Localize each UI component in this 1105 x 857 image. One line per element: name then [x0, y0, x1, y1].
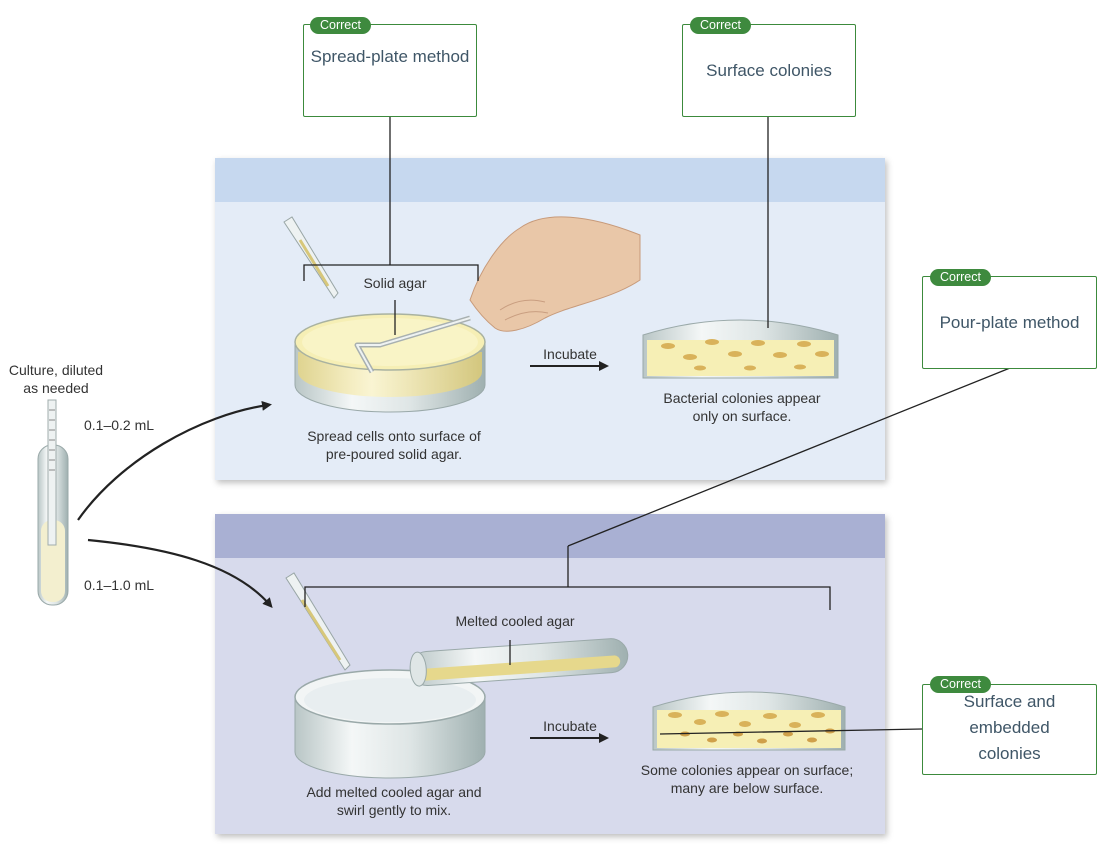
- pipette-icon: [283, 216, 339, 299]
- answer-text: Spread-plate method: [310, 47, 470, 66]
- correct-badge: Correct: [310, 17, 371, 34]
- answer-box-surface-colonies[interactable]: Surface colonies: [682, 24, 856, 117]
- petri-dish-agar: [294, 313, 486, 413]
- answer-box-embedded-colonies[interactable]: Surface and embedded colonies: [922, 684, 1097, 775]
- panel-header-band: [215, 514, 885, 558]
- surface-colony-dish: [642, 319, 839, 379]
- embedded-colony-dish: [652, 691, 846, 751]
- arrow-to-spread: [77, 400, 272, 521]
- panel-header-band: [215, 158, 885, 202]
- incubate-label: Incubate: [543, 346, 597, 362]
- pour-plate-panel: [215, 514, 885, 834]
- melted-agar-tube: [409, 638, 629, 687]
- answer-text: Pour-plate method: [939, 313, 1080, 332]
- spread-plate-panel: [215, 158, 885, 480]
- some-colonies-caption: Some colonies appear on surface; many ar…: [640, 762, 854, 796]
- culture-label: Culture, diluted as needed: [8, 362, 104, 396]
- culture-tube: [37, 399, 69, 606]
- answer-text: Surface colonies: [706, 61, 832, 80]
- arrow-to-pour: [87, 538, 273, 609]
- solid-agar-label: Solid agar: [363, 275, 427, 291]
- pipette-icon: [285, 572, 351, 671]
- spreader-hand-icon: [354, 216, 641, 374]
- empty-petri-dish: [294, 669, 486, 779]
- melted-agar-label: Melted cooled agar: [455, 613, 575, 629]
- correct-badge: Correct: [690, 17, 751, 34]
- answer-box-pour-plate[interactable]: Pour-plate method: [922, 276, 1097, 369]
- spread-caption: Spread cells onto surface of pre-poured …: [307, 428, 481, 462]
- incubate-label: Incubate: [543, 718, 597, 734]
- answer-box-spread-plate[interactable]: Spread-plate method: [303, 24, 477, 117]
- volume-label-pour: 0.1–1.0 mL: [84, 577, 155, 593]
- correct-badge: Correct: [930, 269, 991, 286]
- answer-text: Surface and embedded colonies: [963, 692, 1056, 763]
- leader-lines: [303, 117, 1011, 735]
- bacterial-colonies-caption: Bacterial colonies appear only on surfac…: [663, 390, 821, 424]
- volume-label-spread: 0.1–0.2 mL: [84, 417, 155, 433]
- add-agar-caption: Add melted cooled agar and swirl gently …: [306, 784, 482, 818]
- correct-badge: Correct: [930, 676, 991, 693]
